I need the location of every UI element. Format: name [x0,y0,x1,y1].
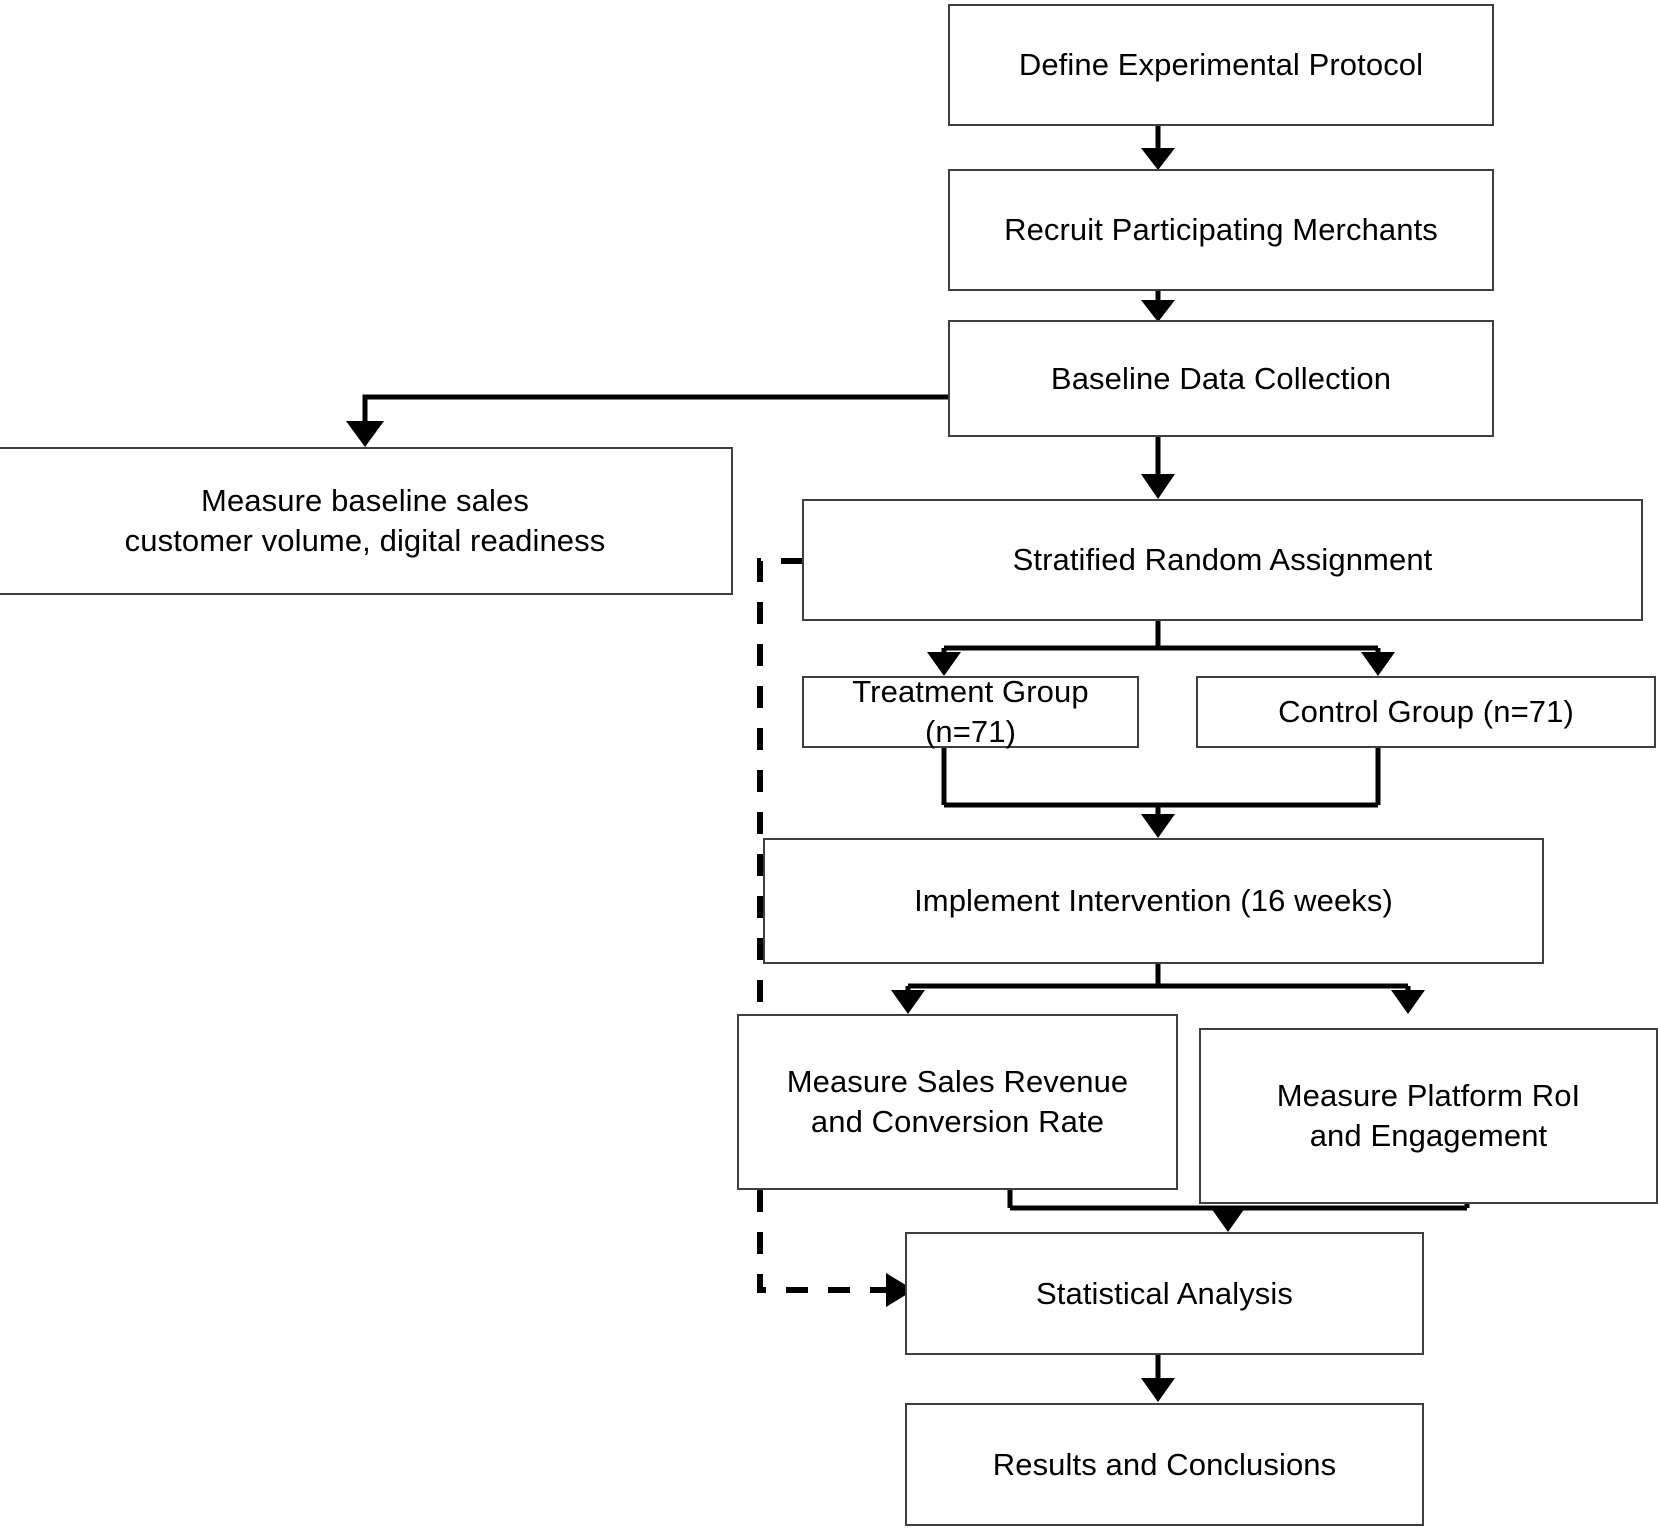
edge-analysis-to-results [1141,1355,1175,1402]
node-baseline-collection[interactable]: Baseline Data Collection [948,320,1494,437]
node-label: Stratified Random Assignment [1012,542,1433,578]
node-stratified-random[interactable]: Stratified Random Assignment [802,499,1643,621]
edge-baseline-to-measure-baseline [346,394,948,447]
node-define-protocol[interactable]: Define Experimental Protocol [948,4,1494,126]
node-label: Control Group (n=71) [1278,694,1574,730]
node-label: Measure Platform RoI and Engagement [1276,1078,1581,1153]
node-control-group[interactable]: Control Group (n=71) [1196,676,1656,748]
edge-baseline-to-stratified [1141,437,1175,499]
node-statistical-analysis[interactable]: Statistical Analysis [905,1232,1424,1355]
node-measure-sales[interactable]: Measure Sales Revenue and Conversion Rat… [737,1014,1178,1190]
edge-recruit-to-baseline [1141,291,1175,322]
node-recruit-merchants[interactable]: Recruit Participating Merchants [948,169,1494,291]
node-measure-platform[interactable]: Measure Platform RoI and Engagement [1199,1028,1658,1204]
node-label: Baseline Data Collection [1050,360,1392,396]
edge-groups-to-intervention [941,748,1381,838]
node-label: Measure Sales Revenue and Conversion Rat… [786,1064,1129,1139]
node-results-conclusions[interactable]: Results and Conclusions [905,1403,1424,1526]
node-label: Statistical Analysis [1036,1275,1293,1311]
node-label: Define Experimental Protocol [1018,47,1424,83]
node-treatment-group[interactable]: Treatment Group (n=71) [802,674,1139,749]
node-implement-intervention[interactable]: Implement Intervention (16 weeks) [763,838,1544,964]
edge-define-to-recruit [1141,126,1175,170]
node-label: Results and Conclusions [992,1446,1337,1482]
node-measure-baseline[interactable]: Measure baseline sales customer volume, … [0,447,733,595]
edge-stratified-to-groups [927,621,1395,676]
edge-intervention-to-measures [891,964,1425,1014]
node-label: Treatment Group (n=71) [852,674,1089,749]
node-label: Recruit Participating Merchants [1004,212,1438,248]
node-label: Implement Intervention (16 weeks) [914,883,1393,919]
node-label: Measure baseline sales customer volume, … [124,483,606,558]
